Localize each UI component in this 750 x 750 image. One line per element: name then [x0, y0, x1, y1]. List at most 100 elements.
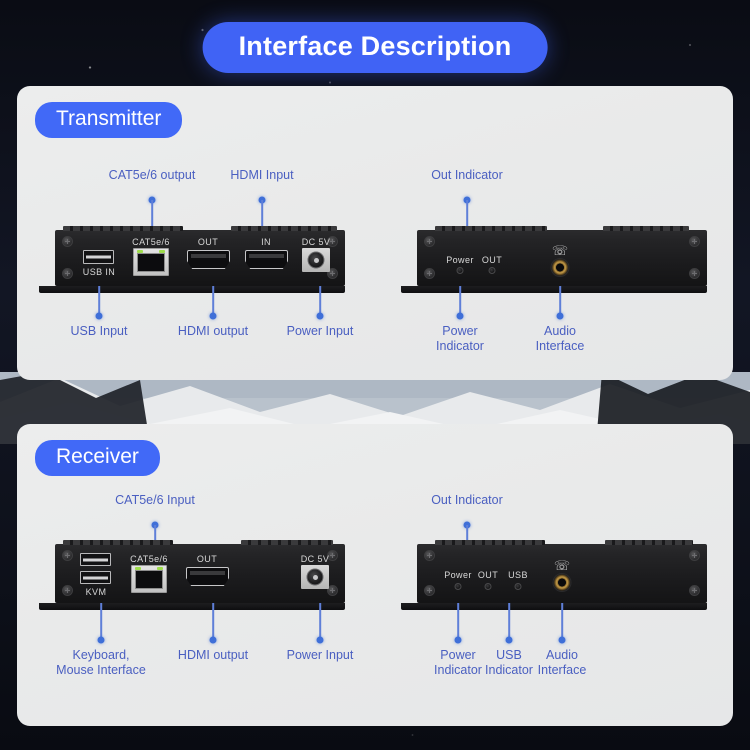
usb-in-port: [83, 250, 114, 264]
leader-line: [212, 603, 214, 640]
chassis-screw: [327, 585, 338, 596]
leader-line: [508, 603, 510, 640]
mounting-flange: [39, 286, 345, 293]
indicator-caption-out: OUT: [481, 255, 503, 265]
indicator-caption-power: Power: [444, 570, 472, 580]
hdmi-in-port: [245, 250, 288, 269]
vent-strip: [435, 226, 547, 231]
chassis-screw: [424, 236, 435, 247]
leader-line: [319, 603, 321, 640]
port-caption-out: OUT: [197, 237, 219, 247]
section-card-receiver: Receiver CAT5e/6 Input KVM CAT5e/6 OUT D…: [17, 424, 733, 726]
callout-cat5e-input: CAT5e/6 Input: [115, 493, 195, 507]
callout-dot: [456, 312, 464, 320]
rj45-led: [135, 567, 141, 570]
port-caption-dc: DC 5V: [301, 237, 331, 247]
indicator-caption-out: OUT: [477, 570, 499, 580]
transmitter-rear-chassis: Power OUT ☏: [417, 226, 707, 286]
chassis-screw: [62, 268, 73, 279]
section-title-transmitter: Transmitter: [35, 102, 183, 138]
callout-dot: [505, 636, 513, 644]
rj45-cavity: [137, 253, 165, 272]
leader-line: [98, 286, 100, 316]
callout-power-input: Power Input: [286, 324, 354, 338]
leader-line: [457, 603, 459, 640]
leader-line: [261, 200, 263, 230]
callout-dot: [556, 312, 564, 320]
callout-dot: [209, 312, 217, 320]
usb-led: [514, 583, 522, 590]
callout-hdmi-input: HDMI Input: [230, 168, 294, 182]
out-led: [488, 267, 496, 274]
callout-cat5e-output: CAT5e/6 output: [108, 168, 196, 182]
leader-line: [561, 603, 563, 640]
out-led: [484, 583, 492, 590]
leader-line: [100, 603, 102, 640]
chassis-screw: [689, 550, 700, 561]
callout-line-2: Interface: [535, 338, 585, 353]
cat5e-rj45-port: [131, 565, 167, 593]
callout-dot: [558, 636, 566, 644]
mounting-flange: [401, 286, 707, 293]
receiver-front-chassis: KVM CAT5e/6 OUT DC 5V: [55, 540, 345, 603]
callout-line-1: USB: [496, 648, 522, 662]
callout-line-2: Interface: [537, 662, 587, 677]
dc-power-port: [301, 565, 329, 589]
vent-strip: [63, 226, 183, 231]
port-caption-in: IN: [261, 237, 271, 247]
callout-line-2: Indicator: [485, 662, 533, 677]
callout-dot: [316, 312, 324, 320]
callout-line-2: Indicator: [436, 338, 484, 353]
leader-line: [212, 286, 214, 316]
chassis-screw: [62, 585, 73, 596]
dc-barrel: [306, 568, 324, 586]
callout-dot: [95, 312, 103, 320]
mounting-flange: [401, 603, 707, 610]
callout-hdmi-output: HDMI output: [177, 648, 249, 662]
callout-dot: [97, 636, 105, 644]
leader-line: [459, 286, 461, 316]
chassis-screw: [424, 268, 435, 279]
chassis-screw: [62, 236, 73, 247]
rj45-cavity: [135, 570, 163, 589]
vent-strip: [241, 540, 333, 545]
rj45-led: [157, 567, 163, 570]
page-title: Interface Description: [202, 22, 548, 73]
indicator-caption-usb: USB: [508, 570, 528, 580]
port-caption-out: OUT: [196, 554, 218, 564]
callout-line-1: Power: [442, 324, 478, 338]
callout-hdmi-output: HDMI output: [177, 324, 249, 338]
cat5e-rj45-port: [133, 248, 169, 276]
chassis-screw: [689, 268, 700, 279]
chassis-screw: [689, 585, 700, 596]
chassis-screw: [424, 585, 435, 596]
vent-strip: [603, 226, 689, 231]
headphone-icon: ☏: [551, 243, 569, 258]
callout-out-indicator: Out Indicator: [431, 493, 503, 507]
vent-strip: [605, 540, 693, 545]
vent-strip: [435, 540, 545, 545]
callout-line-1: Audio: [546, 648, 578, 662]
section-title-receiver: Receiver: [35, 440, 160, 476]
audio-jack-port: [550, 258, 570, 277]
power-led: [454, 583, 462, 590]
vent-strip: [231, 226, 337, 231]
section-card-transmitter: Transmitter CAT5e/6 output HDMI Input US…: [17, 86, 733, 380]
power-led: [456, 267, 464, 274]
callout-line-1: Power: [440, 648, 476, 662]
callout-power-input: Power Input: [286, 648, 354, 662]
callout-line-2: Mouse Interface: [56, 662, 146, 677]
receiver-rear-chassis: Power OUT USB ☏: [417, 540, 707, 603]
headphone-icon: ☏: [553, 558, 571, 573]
callout-dot: [316, 636, 324, 644]
hdmi-out-port: [186, 567, 229, 586]
usb-kvm-port-upper: [80, 553, 111, 566]
dc-power-port: [302, 248, 330, 272]
transmitter-front-chassis: USB IN CAT5e/6 OUT IN DC 5V: [55, 226, 345, 286]
chassis-screw: [327, 550, 338, 561]
chassis-screw: [689, 236, 700, 247]
callout-line-1: Keyboard,: [72, 648, 130, 662]
